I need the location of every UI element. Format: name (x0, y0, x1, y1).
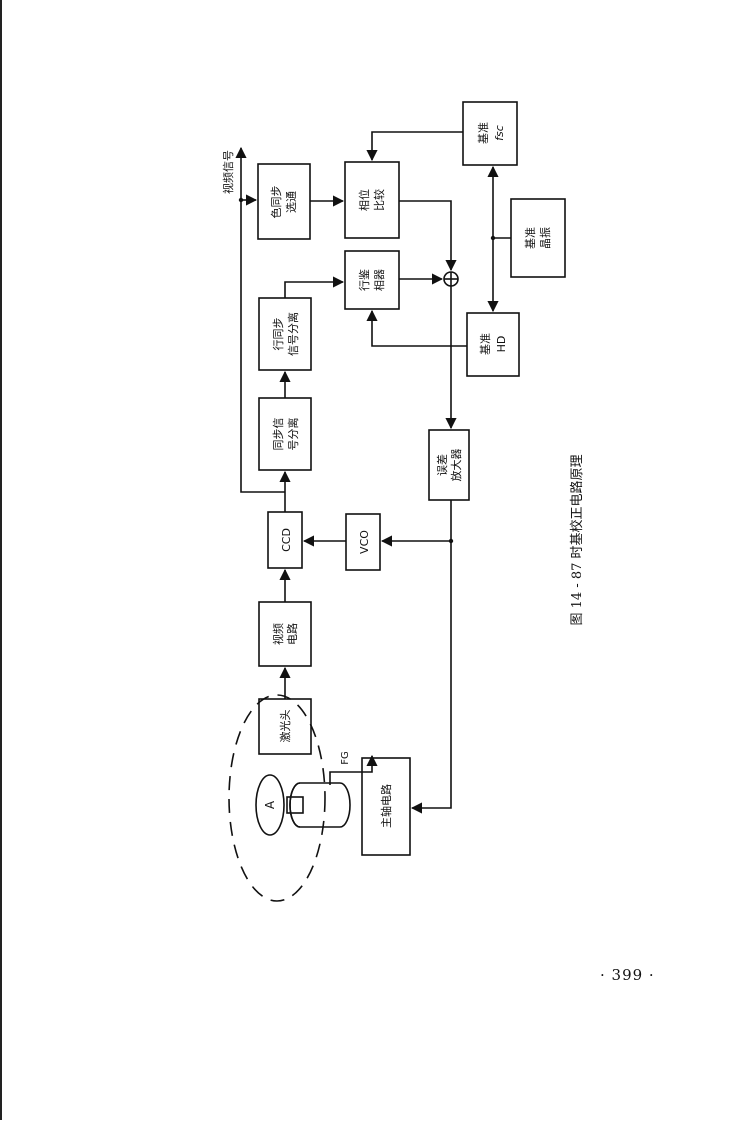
wire-video-out (235, 146, 285, 493)
page-number: · 399 · (600, 966, 655, 984)
block-hphase (344, 250, 400, 310)
label-color-sync-2: 选通 (285, 191, 298, 213)
block-err-amp (428, 429, 470, 501)
block-ref-fsc (462, 101, 518, 166)
label-spindle: 主轴电路 (379, 784, 393, 828)
block-rf-circuit (258, 601, 312, 667)
motor-body (289, 782, 351, 828)
block-sync-sep (258, 397, 312, 471)
pickup-dashed-ellipse (228, 694, 326, 902)
label-ref-fsc-2: fsc (493, 125, 506, 141)
wire-hsync-to-hphase (284, 276, 345, 298)
block-phase-cmp (344, 161, 400, 239)
block-hsync-sep (258, 297, 312, 371)
disc-ellipse (255, 774, 285, 836)
figure-caption: 图 14 - 87 时基校正电路原理 (569, 454, 585, 625)
label-ref-crystal-2: 晶振 (538, 227, 552, 249)
block-ref-crystal (510, 198, 566, 278)
label-hsync-sep-1: 行同步 (272, 318, 285, 351)
wire-hd-to-hphase (366, 309, 467, 347)
label-hphase-1: 行鉴 (358, 269, 371, 291)
block-vco (345, 513, 381, 571)
block-ref-hd (466, 312, 520, 377)
label-color-sync-1: 色同步 (269, 186, 283, 219)
label-motor-a: A (263, 800, 277, 809)
label-phase-cmp-1: 相位 (357, 189, 371, 211)
label-hphase-2: 相器 (373, 269, 386, 291)
label-rf-circuit-2: 电路 (286, 623, 299, 645)
label-vco: VCO (358, 530, 371, 554)
label-ref-fsc-1: 基准 (477, 122, 490, 144)
label-sync-sep-2: 号分离 (286, 418, 300, 451)
page-left-border (0, 0, 6, 1120)
wire-fg (329, 754, 378, 785)
label-laser-head: 激光头 (278, 710, 292, 743)
block-color-sync (257, 163, 311, 240)
label-err-amp-2: 放大器 (449, 449, 463, 482)
label-ref-crystal-1: 基准 (524, 227, 537, 249)
label-sync-sep-1: 同步信 (272, 418, 285, 451)
disc-spindle-hub (286, 796, 304, 814)
block-spindle (361, 757, 411, 856)
label-ccd: CCD (280, 528, 293, 552)
wire-phase-to-sum (399, 200, 457, 272)
label-phase-cmp-2: 比较 (372, 189, 386, 211)
label-fg: FG (340, 751, 351, 765)
label-hsync-sep-2: 信号分离 (286, 312, 300, 356)
label-rf-circuit-1: 视频 (271, 623, 285, 645)
label-video-out: 视频信号 (221, 150, 235, 194)
label-ref-hd-2: HD (495, 336, 508, 353)
label-err-amp-1: 误差 (435, 454, 449, 476)
label-ref-hd-1: 基准 (479, 333, 492, 355)
wire-fsc-to-phase (366, 131, 463, 162)
wire-erramp-out (410, 500, 452, 814)
